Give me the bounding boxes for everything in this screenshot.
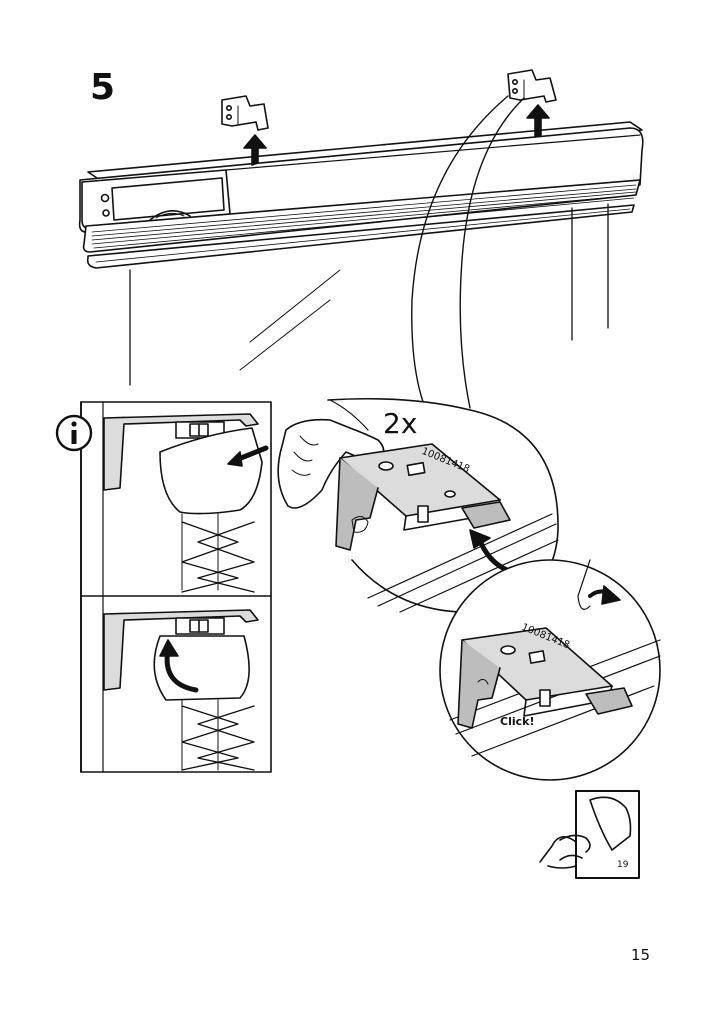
arrow-up-icon xyxy=(243,134,267,166)
bracket-left xyxy=(221,95,269,131)
info-icon xyxy=(55,414,93,452)
quantity-label: 2x xyxy=(383,407,418,440)
bracket-right xyxy=(507,69,557,103)
step-number: 5 xyxy=(90,67,116,108)
info-detail-bottom xyxy=(103,609,259,771)
page-number: 15 xyxy=(631,946,651,964)
click-label: Click! xyxy=(500,715,535,728)
page-turn-icon xyxy=(539,790,640,879)
arrow-up-icon xyxy=(526,104,550,138)
headrail xyxy=(78,121,644,386)
zoom-detail-click xyxy=(439,559,661,781)
info-detail-top xyxy=(103,413,269,593)
reference-page-number: 19 xyxy=(617,860,629,870)
zoom-detail-hook xyxy=(277,397,559,614)
